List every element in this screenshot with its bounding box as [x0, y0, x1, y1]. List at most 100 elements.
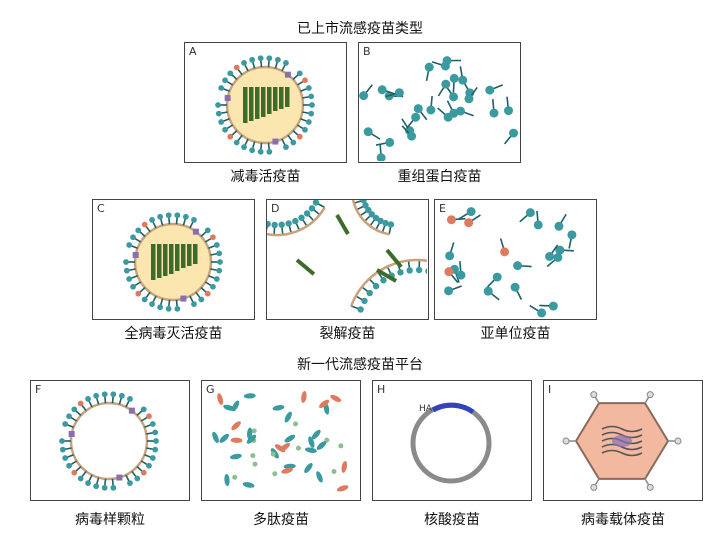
fiber-knob: [562, 437, 570, 445]
spike-head: [266, 148, 273, 155]
spike-head: [213, 276, 220, 282]
spike-head: [149, 217, 155, 223]
rnp-segment: [193, 244, 198, 264]
spike-head: [464, 94, 474, 104]
transgene: [612, 435, 632, 447]
spike-head: [210, 283, 216, 290]
spike-head: [312, 200, 320, 206]
spike-head: [385, 137, 395, 147]
spike-head: [215, 102, 221, 108]
spike-head: [440, 61, 450, 71]
fiber-knob: [646, 391, 654, 399]
peptide: [330, 394, 342, 402]
spike-head: [382, 219, 389, 227]
rnp-rod: [295, 258, 316, 276]
spike-head: [509, 128, 519, 138]
peptide: [281, 467, 293, 474]
membrane-protein: [224, 95, 231, 102]
spike-head: [489, 108, 499, 118]
spike-head: [397, 269, 404, 276]
fiber-knob: [590, 391, 598, 399]
spike-head: [140, 469, 147, 476]
peptide: [243, 393, 256, 399]
peptide-dot: [272, 471, 278, 477]
rnp-segment: [285, 87, 290, 107]
spike-head: [308, 93, 315, 100]
panel-g: G: [201, 380, 361, 501]
peptide: [223, 404, 235, 411]
membrane-fragment: [351, 200, 390, 236]
fiber-knob: [646, 483, 654, 491]
spike-head: [309, 102, 315, 108]
spike-head: [241, 144, 247, 150]
panel-h: HA H: [372, 380, 532, 501]
caption-i: 病毒载体疫苗: [581, 512, 665, 528]
panel-e-letter: E: [439, 202, 446, 215]
spike-head: [362, 202, 369, 209]
peptide: [311, 429, 321, 440]
rnp-segment: [163, 244, 168, 276]
peptide: [301, 390, 307, 403]
membrane-protein: [272, 138, 279, 145]
caption-f: 病毒样颗粒: [75, 512, 145, 528]
peptide: [284, 411, 292, 423]
rnp-segment: [175, 244, 180, 271]
spike-head: [458, 75, 468, 85]
peptide: [319, 399, 330, 409]
rnp-segment: [267, 87, 272, 114]
peptide: [230, 437, 243, 443]
spike-head: [227, 133, 234, 140]
spike-head: [165, 212, 172, 219]
peptide: [336, 485, 349, 492]
spike-head: [444, 286, 454, 296]
panel-e: E: [434, 199, 597, 320]
spike-head: [213, 242, 220, 248]
genome-coil: [601, 449, 643, 457]
panel-b-letter: B: [363, 45, 371, 58]
spike-head: [77, 400, 84, 407]
spike-head: [157, 304, 164, 311]
spike-head: [182, 213, 189, 220]
spike-head: [305, 119, 312, 125]
caption-d: 裂解疫苗: [319, 326, 376, 342]
panel-c: C: [92, 199, 255, 320]
peptide-dot: [232, 474, 238, 480]
spike-head: [217, 259, 223, 265]
spike-head: [424, 62, 434, 72]
genome-coil: [601, 425, 643, 433]
membrane-fragment: [267, 206, 326, 237]
rnp-rod: [375, 268, 398, 283]
rnp-segment: [243, 87, 248, 123]
spike-head: [308, 205, 316, 212]
spike-head: [426, 105, 436, 115]
spike-head: [59, 446, 66, 453]
membrane-protein: [284, 71, 291, 78]
spike-head: [62, 455, 69, 461]
spike-head: [372, 214, 380, 222]
peptide: [284, 434, 296, 443]
rnp-rod: [385, 248, 403, 269]
spike-head: [366, 289, 373, 297]
spike-head: [110, 391, 117, 398]
membrane-protein: [68, 431, 75, 438]
panel-g-letter: G: [206, 383, 215, 396]
rnp-segment: [273, 87, 278, 111]
spike-head: [222, 77, 228, 84]
spike-head: [302, 126, 308, 133]
spike-head: [425, 268, 427, 274]
spike-head: [227, 70, 234, 77]
fiber-knob: [674, 437, 682, 445]
spike-head: [394, 88, 404, 98]
spike-head: [267, 220, 271, 228]
spike-head: [513, 261, 523, 271]
spike-head: [59, 438, 65, 444]
spike-head: [303, 210, 311, 217]
spike-head: [218, 85, 225, 91]
panel-d: D: [266, 199, 429, 320]
spike-head: [210, 234, 216, 241]
rnp-segment: [157, 244, 162, 278]
spike-head: [292, 217, 299, 225]
spike-head: [296, 133, 303, 140]
spike-head: [274, 56, 281, 63]
spike-head: [449, 92, 459, 102]
